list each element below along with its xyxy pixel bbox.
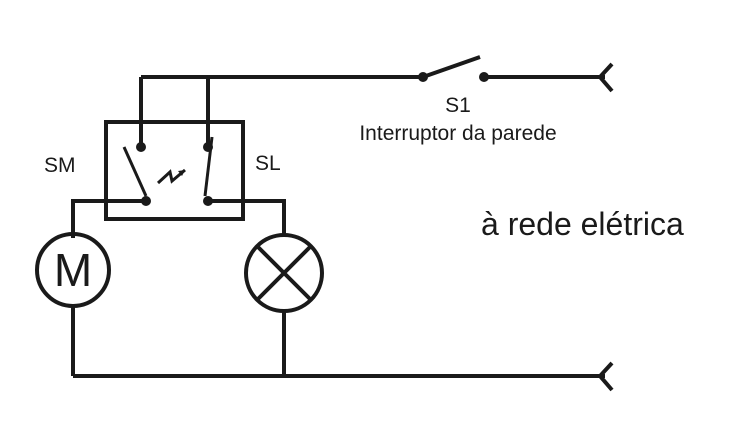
motor-icon: M	[35, 232, 111, 308]
wall-switch-s1	[418, 55, 489, 82]
wire-sl-to-lamp	[208, 199, 286, 235]
mains-label: à rede elétrica	[481, 206, 684, 242]
sm-label: SM	[44, 154, 76, 177]
sl-label: SL	[255, 152, 281, 175]
lamp-switch-sl	[203, 136, 214, 206]
s1-label: S1	[445, 94, 471, 117]
top-mains-terminal	[597, 62, 614, 93]
switch-box	[104, 120, 245, 221]
bottom-mains-terminal	[597, 361, 614, 392]
wall-switch-label: Interruptor da parede	[359, 122, 556, 145]
lightning-icon	[156, 168, 186, 185]
lamp-icon	[244, 233, 324, 313]
motor-symbol-label: M	[54, 244, 92, 296]
motor-switch-sm	[122, 142, 151, 206]
wire-sm-to-motor	[71, 199, 146, 238]
